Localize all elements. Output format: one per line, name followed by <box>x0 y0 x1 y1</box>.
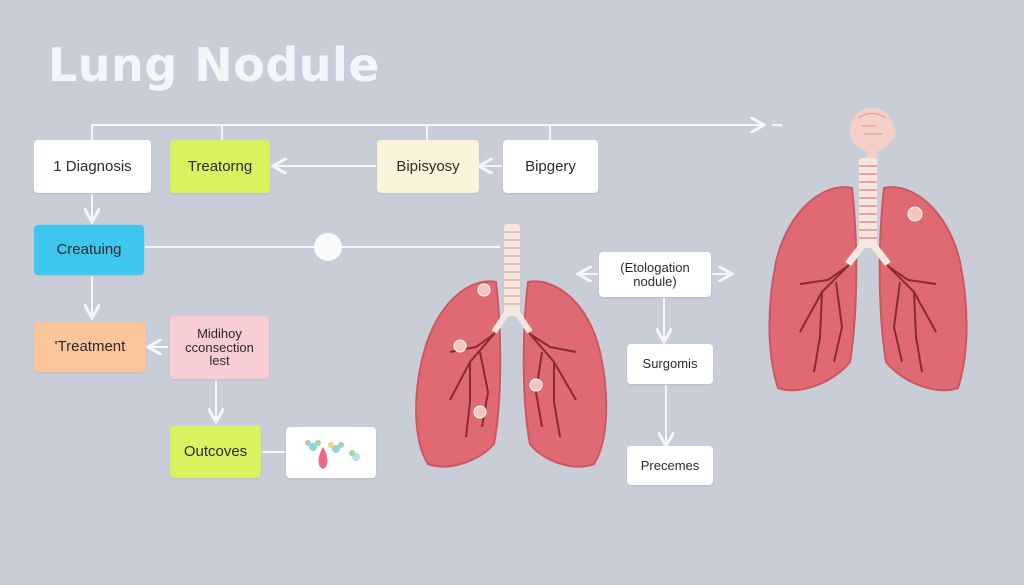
node-bipgery[interactable]: Bipgery <box>503 140 598 193</box>
node-treatment[interactable]: 'Treatment <box>34 322 146 372</box>
node-etologation[interactable]: (Etologation nodule) <box>599 252 711 297</box>
node-treatong[interactable]: Treatorng <box>170 140 270 193</box>
lungs-icon <box>415 224 608 468</box>
node-midihoy[interactable]: Midihoy cconsection lest <box>170 316 269 379</box>
node-diagnosis[interactable]: 1 Diagnosis <box>34 140 151 193</box>
node-creatuing[interactable]: Creatuing <box>34 225 144 275</box>
lungs-large-icon <box>768 158 968 392</box>
page-title: Lung Nodule <box>48 38 380 92</box>
node-bipisyosy[interactable]: Bipisyosy <box>377 140 479 193</box>
flower-drop-icon <box>286 427 376 478</box>
node-outcoves[interactable]: Outcoves <box>170 426 261 478</box>
junction-circle <box>314 233 342 261</box>
node-surgomis[interactable]: Surgomis <box>627 344 713 384</box>
node-precemes[interactable]: Precemes <box>627 446 713 485</box>
